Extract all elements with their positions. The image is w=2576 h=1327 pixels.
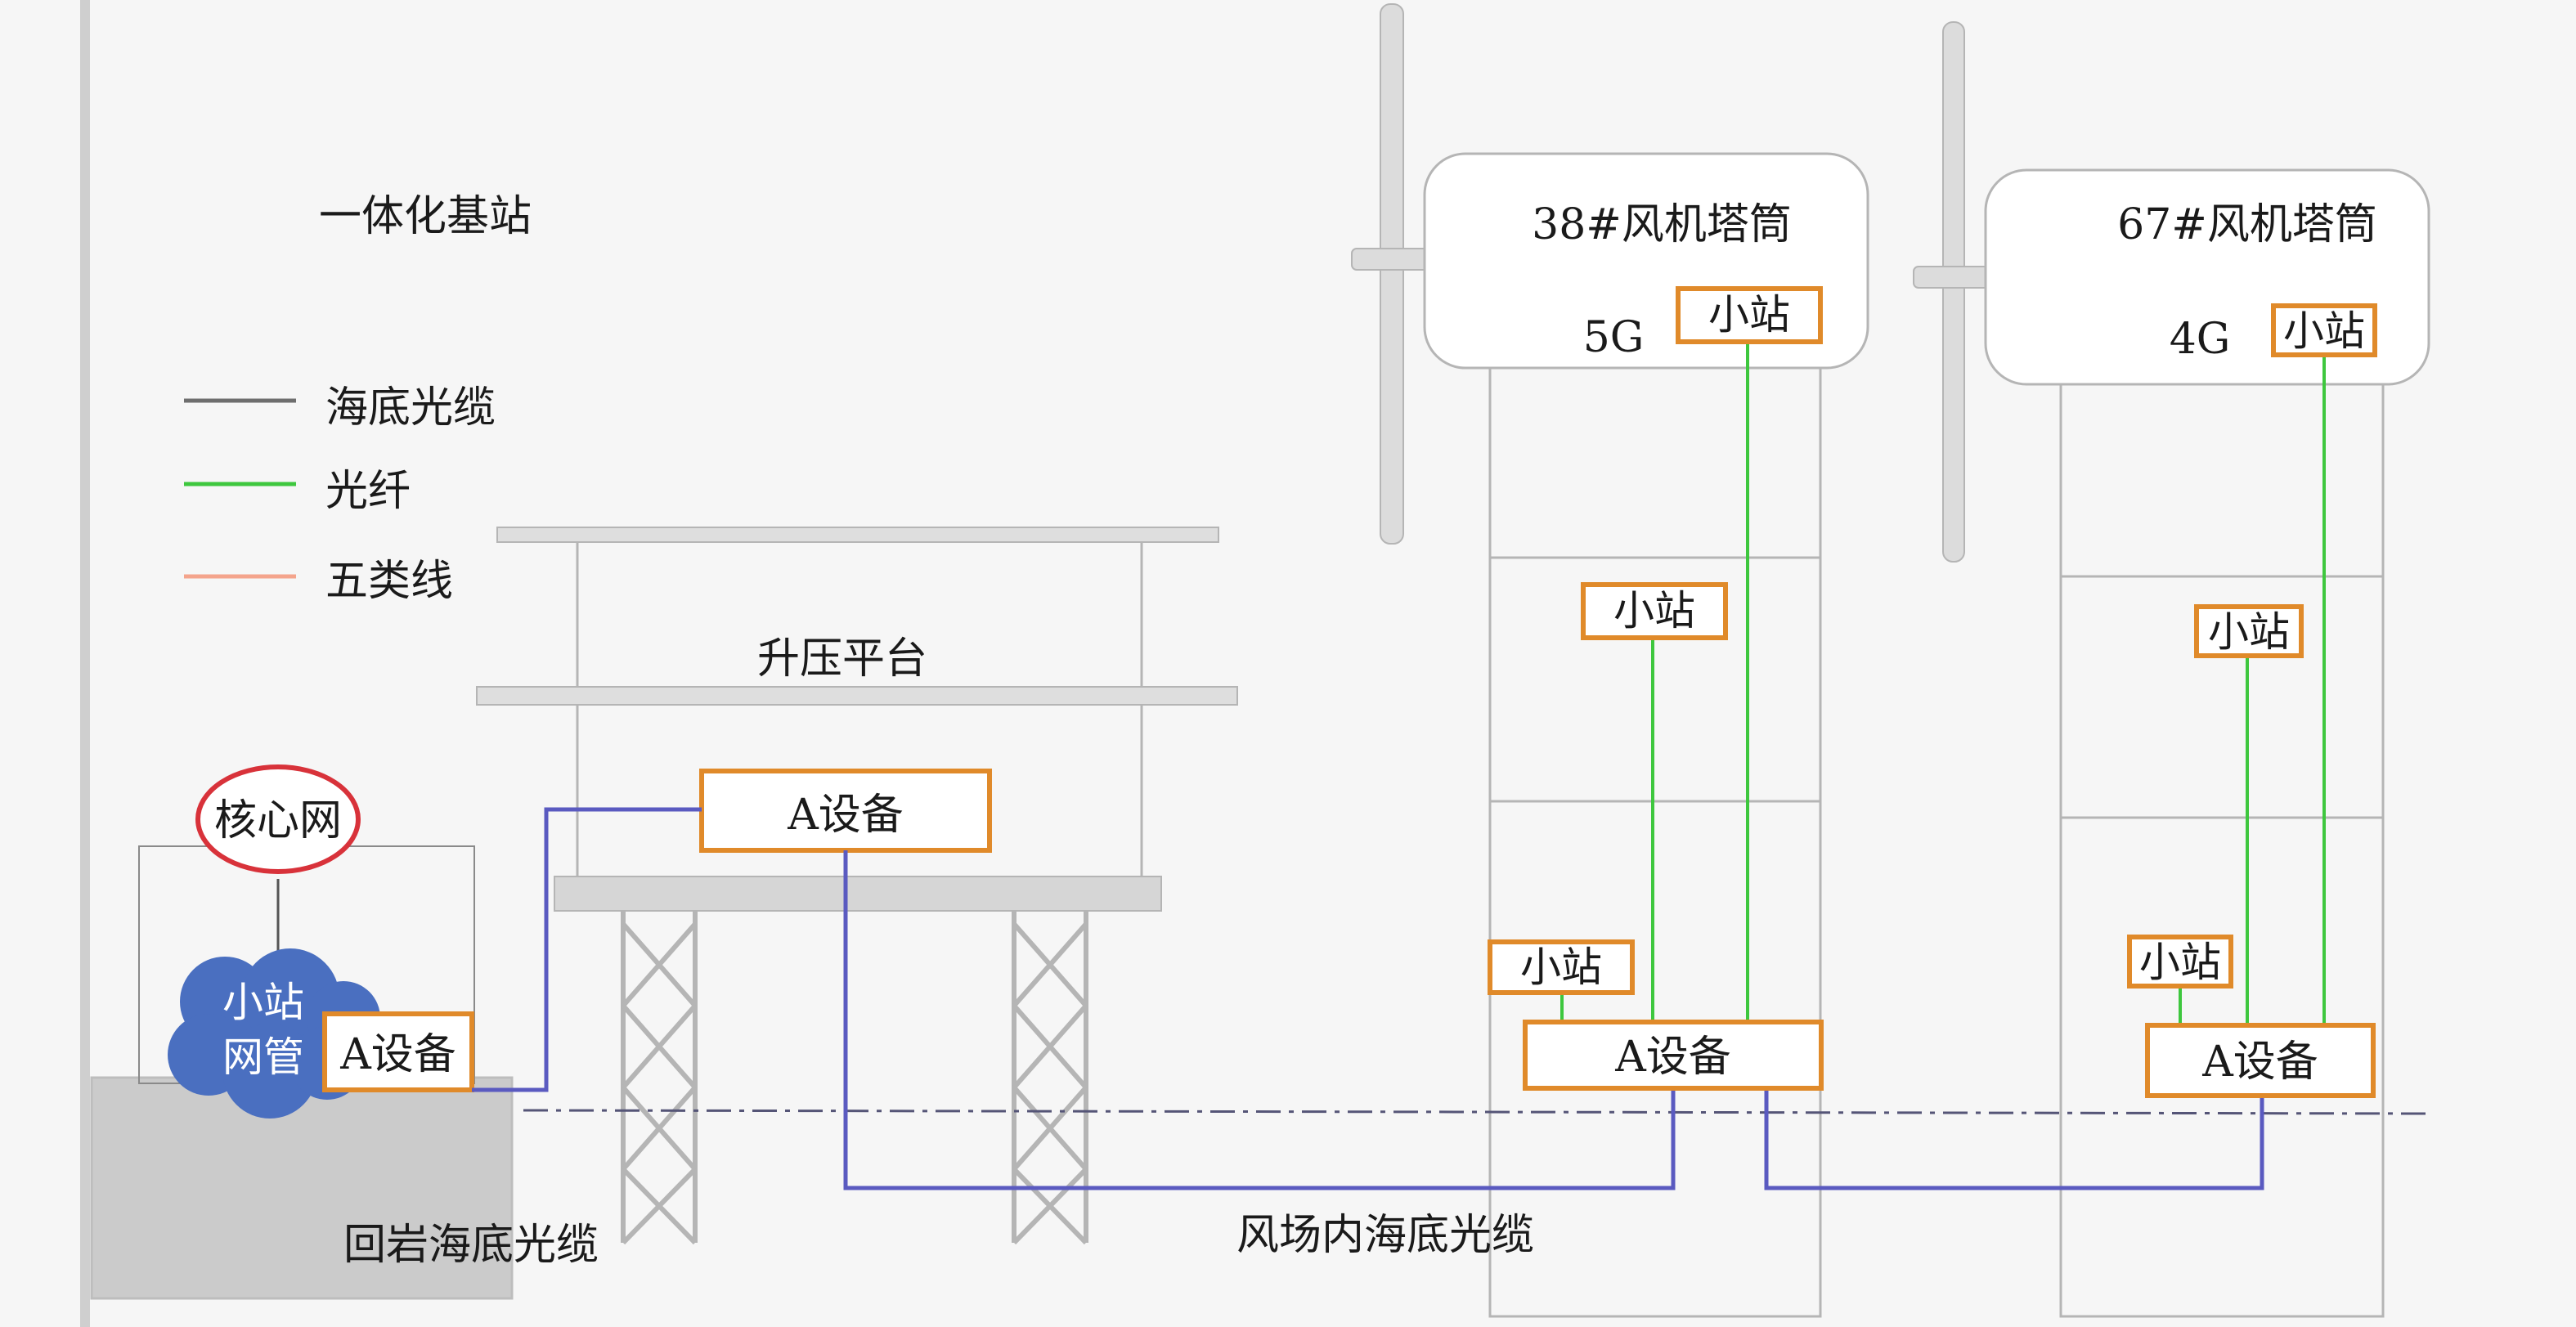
core-network-label: 核心网: [214, 796, 342, 845]
tower-38-name: 38#风机塔筒: [1532, 200, 1792, 249]
tower-67-tech: 4G: [2170, 315, 2231, 364]
booster-platform-label: 升压平台: [757, 634, 927, 684]
sea-level-line: [523, 1109, 2430, 1115]
shore-base-block: [90, 1076, 514, 1300]
submarine-cable-paths: [472, 807, 2264, 1190]
legend-label-cat5: 五类线: [325, 557, 453, 606]
legend-label-fiber: 光纤: [325, 467, 411, 516]
tower-67-mid-station-label: 小站: [2208, 608, 2290, 656]
left-border-bar: [80, 0, 90, 1327]
tower-67-top-station-label: 小站: [2283, 307, 2365, 355]
tower-67-low-station-label: 小站: [2139, 939, 2221, 986]
tower-67-a-device-label: A设备: [2201, 1038, 2318, 1087]
tower-67-mid-station: [2194, 604, 2304, 658]
shore-a-device-label: A设备: [339, 1030, 456, 1079]
legend: 海底光缆 光纤 五类线: [184, 383, 496, 606]
nms-label-line1: 小站: [222, 979, 304, 1026]
tower-38-a-device-label: A设备: [1614, 1033, 1731, 1082]
core-network-node: [195, 764, 361, 874]
diagram-title: 一体化基站: [319, 192, 532, 241]
shore-cable-label: 回岩海底光缆: [343, 1221, 599, 1270]
tower-38-low-station-label: 小站: [1520, 944, 1602, 991]
tower-67-low-station: [2127, 935, 2233, 989]
shore-a-device: [322, 1011, 474, 1092]
legend-label-submarine: 海底光缆: [325, 383, 496, 433]
tower-38-mid-station: [1581, 582, 1728, 640]
platform-a-device-label: A设备: [787, 791, 904, 840]
tower-38-top-station: [1676, 286, 1823, 344]
tower-38-mid-station-label: 小站: [1613, 587, 1695, 634]
tower-67-name: 67#风机塔筒: [2117, 200, 2377, 249]
tower-38-top-station-label: 小站: [1708, 291, 1790, 338]
nms-label-line2: 网管: [222, 1033, 304, 1081]
tower-38-a-device: [1523, 1020, 1824, 1091]
tower-67-a-device: [2145, 1023, 2376, 1098]
tower-67-top-station: [2271, 303, 2377, 357]
field-cable-label: 风场内海底光缆: [1236, 1211, 1534, 1260]
tower-38-tech: 5G: [1583, 313, 1645, 362]
tower-38-low-station: [1488, 939, 1635, 995]
fiber-paths: [1560, 342, 2326, 1025]
